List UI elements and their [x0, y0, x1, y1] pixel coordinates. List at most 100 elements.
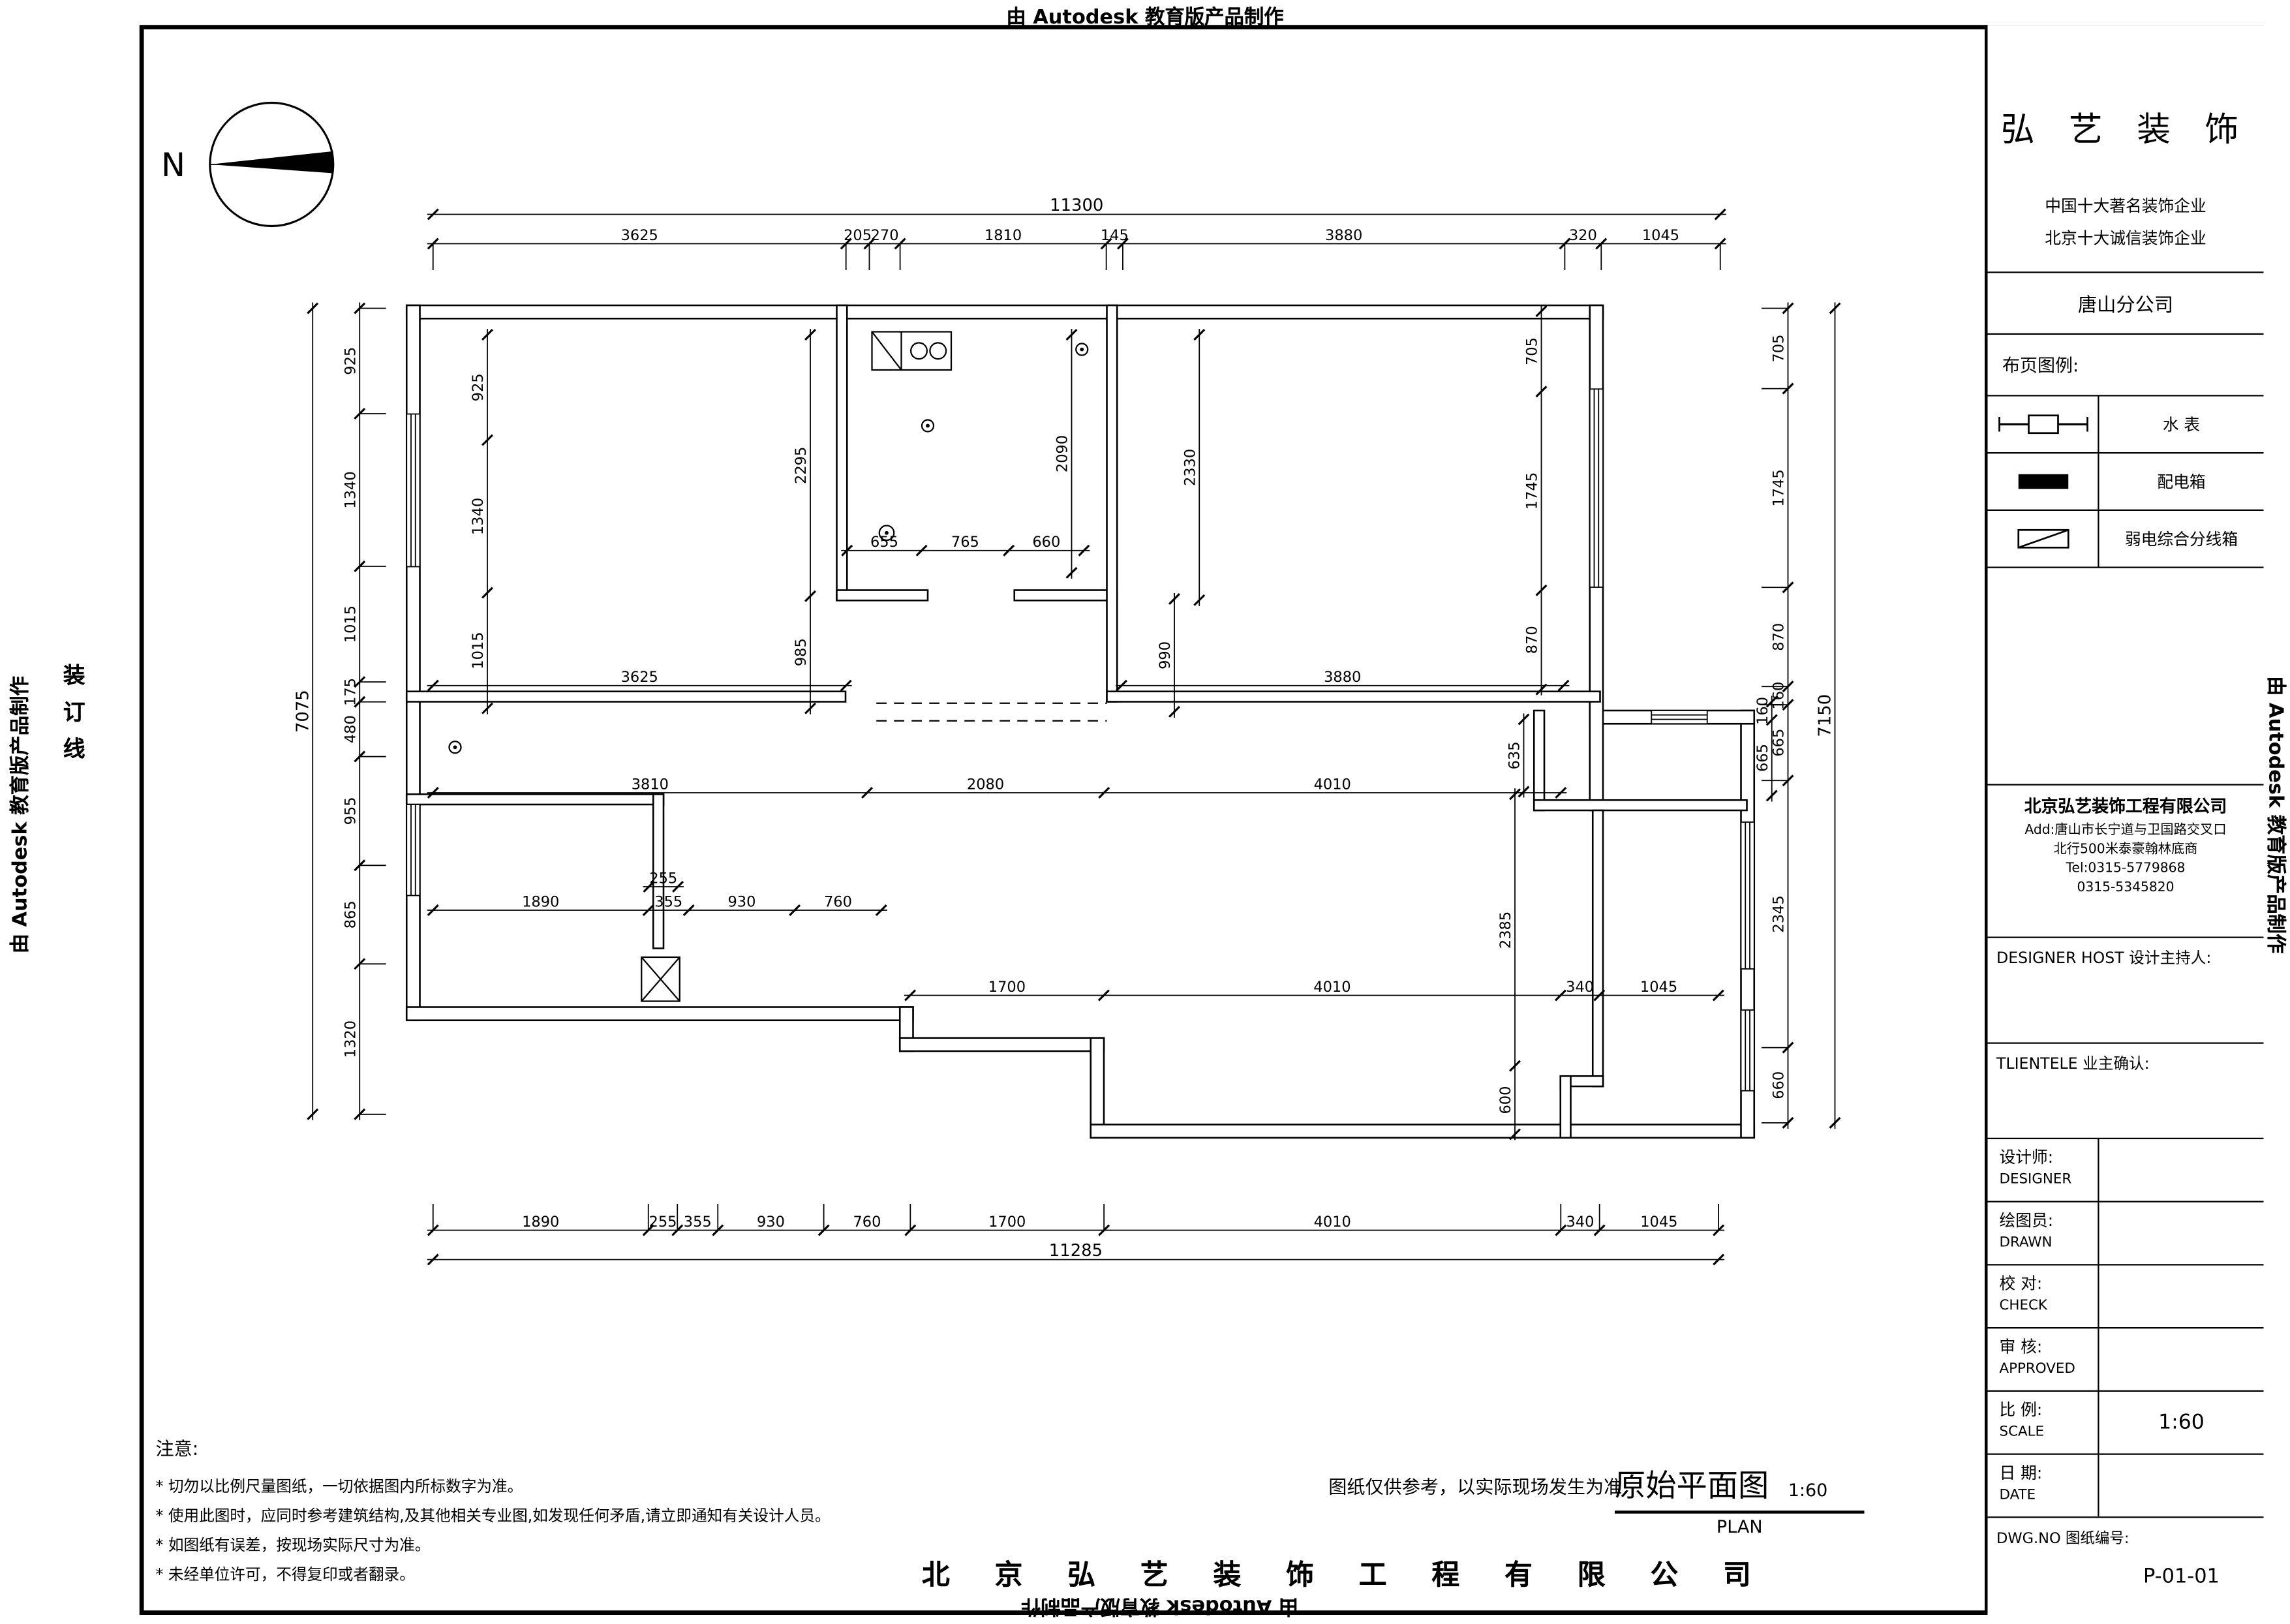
window — [1590, 389, 1603, 587]
weak-current-box-icon — [1996, 523, 2090, 555]
row-label: 设计师: DESIGNER — [1988, 1139, 2099, 1201]
wall — [1091, 1125, 1754, 1138]
legend-spacer — [1988, 568, 2264, 786]
dimension-label: 930 — [727, 893, 756, 910]
plan-title: 原始平面图 — [1615, 1468, 1769, 1503]
dimension-label: 7150 — [1816, 694, 1835, 737]
company-tel-1: Tel:0315-5779868 — [1988, 861, 2264, 880]
dimension-label: 660 — [1771, 1071, 1788, 1099]
wall — [1091, 1038, 1104, 1138]
label-en: DATE — [2000, 1487, 2036, 1503]
dimension-label: 1745 — [1771, 469, 1788, 506]
wall — [1534, 711, 1544, 810]
dimension-label: 7075 — [293, 690, 313, 733]
row-value — [2099, 1455, 2264, 1517]
dimension-label: 355 — [684, 1214, 712, 1231]
row-label: 审 核: APPROVED — [1988, 1328, 2099, 1390]
dimension-label: 985 — [793, 638, 810, 666]
dimension-label: 705 — [1771, 335, 1788, 363]
dimension-label: 765 — [951, 534, 979, 551]
dimension-label: 660 — [1032, 534, 1060, 551]
dimension-label: 1700 — [988, 979, 1026, 996]
note-item: * 使用此图时，应同时参考建筑结构,及其他相关专业图,如发现任何矛盾,请立即通知… — [156, 1508, 1007, 1525]
legend-row-weak-current-box: 弱电综合分线箱 — [1988, 511, 2264, 568]
dimension-label: 320 — [1569, 227, 1597, 244]
wall — [1015, 590, 1118, 601]
dimension-label: 870 — [1524, 626, 1541, 654]
wall — [1561, 1076, 1571, 1138]
row-label: 校 对: CHECK — [1988, 1266, 2099, 1328]
drain-center — [926, 425, 929, 427]
dimension-label: 3810 — [632, 776, 669, 793]
window — [1741, 1010, 1754, 1091]
wall — [1593, 810, 1603, 1086]
dimension-label: 2330 — [1182, 449, 1199, 486]
dimension-label: 760 — [824, 893, 852, 910]
dimension-label: 1045 — [1642, 227, 1679, 244]
label-cn: 审 核: — [2000, 1334, 2043, 1358]
dimension-label: 1890 — [522, 1214, 559, 1231]
dimension-label: 1045 — [1640, 979, 1677, 996]
dimension-label: 160 — [1754, 697, 1771, 725]
window — [406, 804, 420, 896]
dimension-label: 1890 — [522, 893, 559, 910]
wall — [1534, 800, 1747, 810]
logo-section: 弘 艺 装 饰 中国十大著名装饰企业 北京十大诚信装饰企业 — [1988, 25, 2264, 273]
legend-label: 弱电综合分线箱 — [2099, 511, 2264, 567]
dimension-label: 2295 — [793, 447, 810, 484]
notes-block: 注意: * 切勿以比例尺量图纸，一切依据图内所标数字为准。 * 使用此图时，应同… — [156, 1433, 1007, 1596]
north-arrow-needle — [210, 151, 333, 174]
dimension-label: 1015 — [343, 605, 359, 643]
north-label: N — [161, 146, 185, 184]
dimension-label: 255 — [649, 870, 677, 887]
label-cn: 设计师: — [2000, 1145, 2054, 1169]
dimension-label: 1320 — [343, 1020, 359, 1058]
branch-name: 唐山分公司 — [1988, 273, 2264, 335]
dimension-chain-room1-width: 3625 — [427, 669, 852, 691]
row-scale: 比 例: SCALE 1:60 — [1988, 1392, 2264, 1455]
dimension-label: 925 — [343, 347, 359, 375]
row-value scale-value: 1:60 — [2099, 1392, 2264, 1454]
title-block: 弘 艺 装 饰 中国十大著名装饰企业 北京十大诚信装饰企业 唐山分公司 布页图例… — [1985, 25, 2264, 1615]
row-approved: 审 核: APPROVED — [1988, 1328, 2264, 1392]
company-address-2: 北行500米泰豪翰林底商 — [1988, 841, 2264, 860]
wall — [837, 590, 928, 601]
dimension-label: 175 — [343, 678, 359, 706]
wall — [406, 1007, 913, 1020]
wall — [1107, 305, 1118, 702]
dimension-label: 870 — [1771, 623, 1788, 651]
wall — [406, 305, 420, 1020]
dimension-label: 1810 — [985, 227, 1022, 244]
window — [406, 414, 420, 567]
north-arrow: N — [161, 103, 333, 226]
dimension-label: 1340 — [343, 471, 359, 508]
dwg-number: P-01-01 — [2099, 1565, 2264, 1589]
dimension-label: 3625 — [621, 227, 658, 244]
dimension-label: 355 — [654, 893, 682, 910]
row-date: 日 期: DATE — [1988, 1455, 2264, 1518]
company-footer: 北 京 弘 艺 装 饰 工 程 有 限 公 司 — [922, 1554, 1769, 1593]
plan-title-block: 原始平面图 1:60 PLAN — [1615, 1462, 1865, 1537]
company-info: 北京弘艺装饰工程有限公司 Add:唐山市长宁道与卫国路交叉口 北行500米泰豪翰… — [1988, 786, 2264, 938]
water-meter-symbol — [1988, 397, 2099, 453]
dimension-label: 340 — [1566, 1214, 1594, 1231]
dimension-label: 145 — [1101, 227, 1129, 244]
row-value — [2099, 1328, 2264, 1390]
dimension-label: 925 — [470, 373, 487, 401]
company-logo: 弘 艺 装 饰 — [1988, 101, 2264, 151]
dimension-label: 205 — [844, 227, 872, 244]
windows — [406, 389, 1754, 1091]
dwg-label: DWG.NO 图纸编号: — [1996, 1525, 2129, 1548]
legend-label: 水 表 — [2099, 397, 2264, 453]
wall — [406, 794, 664, 804]
row-label: 日 期: DATE — [1988, 1455, 2099, 1517]
dimension-label: 2345 — [1771, 895, 1788, 932]
dimension-chain-room1-right: 2295 985 — [793, 329, 816, 714]
dwg-section: DWG.NO 图纸编号: P-01-01 — [1988, 1518, 2264, 1616]
dimension-label: 270 — [871, 227, 899, 244]
row-label: 比 例: SCALE — [1988, 1392, 2099, 1454]
label-en: DRAWN — [2000, 1234, 2053, 1251]
